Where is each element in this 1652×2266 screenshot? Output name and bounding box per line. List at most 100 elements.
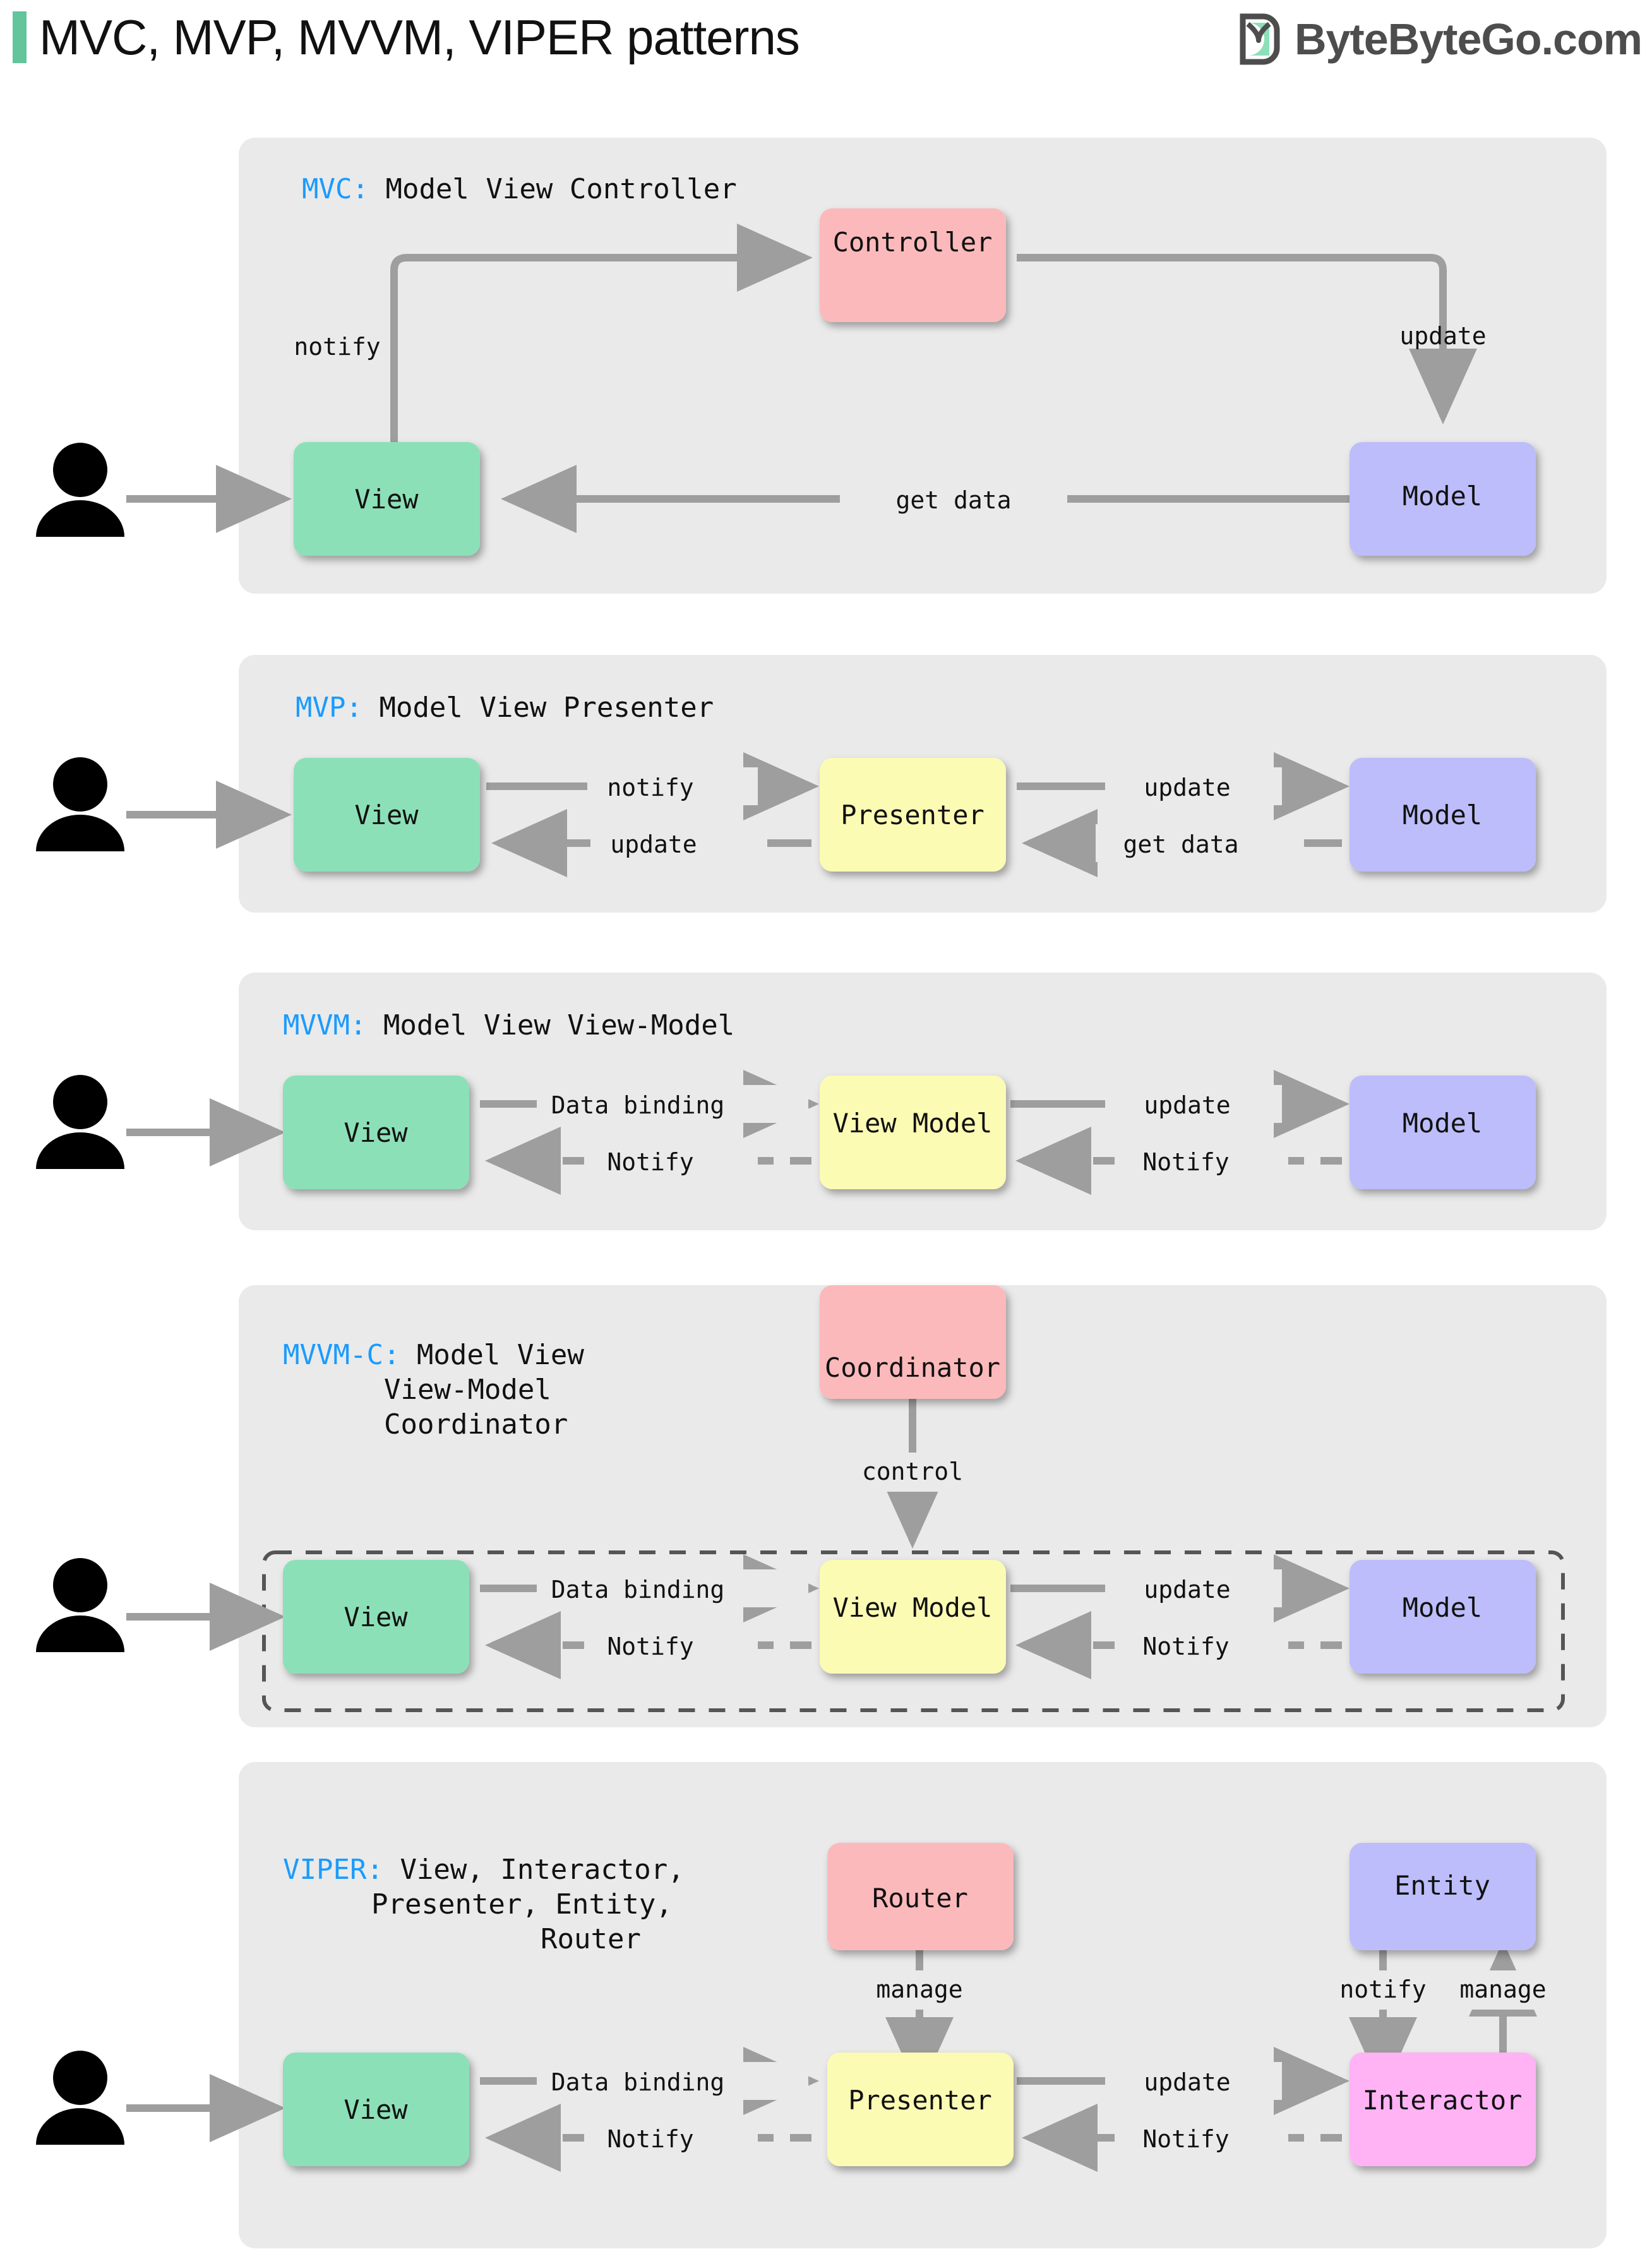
edge-label-data-binding: Data binding bbox=[551, 1576, 725, 1604]
label-backing bbox=[537, 1569, 808, 1607]
node-label-view: View bbox=[354, 484, 419, 515]
edge-label-notify: Notify bbox=[607, 1633, 693, 1660]
label-backing bbox=[587, 767, 758, 805]
node-presenter-viper[interactable] bbox=[827, 2053, 1014, 2166]
section-key: MVP: bbox=[296, 692, 362, 724]
label-backing bbox=[1096, 824, 1304, 862]
user-body-icon bbox=[36, 815, 124, 851]
mvvm-group-outline bbox=[262, 1550, 1565, 1712]
node-interactor-viper[interactable] bbox=[1350, 2053, 1536, 2166]
edge-label-update: update bbox=[1144, 2068, 1230, 2096]
node-view-mvc[interactable] bbox=[294, 442, 480, 556]
edge-label-get-data: get data bbox=[1123, 830, 1238, 858]
label-backing bbox=[537, 1085, 808, 1123]
edge-label-notify: Notify bbox=[1142, 2125, 1229, 2153]
label-backing bbox=[1105, 1569, 1282, 1607]
node-model-mvvmc[interactable] bbox=[1350, 1560, 1536, 1674]
section-title-mvp: MVP: Model View Presenter bbox=[296, 692, 714, 724]
node-label-model: Model bbox=[1403, 1592, 1482, 1623]
node-label-interactor: Interactor bbox=[1363, 2085, 1523, 2116]
label-backing bbox=[1124, 2119, 1288, 2157]
edge-label-notify: Notify bbox=[1142, 1148, 1229, 1176]
node-controller-mvc[interactable] bbox=[820, 208, 1006, 322]
node-label-view: View bbox=[344, 2094, 408, 2125]
node-model-mvvm[interactable] bbox=[1350, 1076, 1536, 1189]
node-router-viper[interactable] bbox=[827, 1843, 1014, 1950]
edge-label-update: update bbox=[610, 830, 697, 858]
label-backing bbox=[587, 2119, 758, 2157]
edge-label-notify: notify bbox=[607, 774, 693, 801]
edge-label-manage: manage bbox=[1459, 1975, 1546, 2003]
section-key: VIPER: bbox=[283, 1854, 383, 1886]
node-label-controller: Controller bbox=[833, 227, 993, 258]
node-view-mvvmc[interactable] bbox=[283, 1560, 469, 1674]
edge-label-update: update bbox=[1399, 322, 1486, 350]
user-head-icon bbox=[53, 1558, 107, 1612]
node-view-viper[interactable] bbox=[283, 2053, 469, 2166]
edge-label-notify: Notify bbox=[607, 1148, 693, 1176]
node-viewmodel-mvvmc[interactable] bbox=[820, 1560, 1006, 1674]
section-viper: VIPER: View, Interactor, Presenter, Enti… bbox=[36, 1762, 1607, 2248]
edge-controller-model bbox=[1017, 254, 1477, 424]
edge-label-update: update bbox=[1144, 774, 1230, 801]
node-label-model: Model bbox=[1403, 800, 1482, 830]
edge-label-data-binding: Data binding bbox=[551, 2068, 725, 2096]
edge-label-notify: Notify bbox=[1142, 1633, 1229, 1660]
node-view-mvp[interactable] bbox=[294, 758, 480, 872]
user-body-icon bbox=[36, 1132, 124, 1169]
node-model-mvp[interactable] bbox=[1350, 758, 1536, 872]
label-backing bbox=[587, 1626, 758, 1664]
label-backing bbox=[587, 1142, 758, 1180]
section-title-mvvmc-line2: View-Model bbox=[384, 1374, 551, 1406]
section-title-mvvmc-line3: Coordinator bbox=[384, 1408, 568, 1441]
edge-label-data-binding: Data binding bbox=[551, 1091, 725, 1119]
node-coordinator-mvvmc[interactable] bbox=[820, 1285, 1006, 1399]
actor-user-mvvm bbox=[36, 1075, 124, 1169]
node-label-presenter: Presenter bbox=[841, 800, 985, 830]
edge-view-controller bbox=[390, 224, 813, 442]
section-mvvmc: MVVM-C: Model View View-Model Coordinato… bbox=[36, 1285, 1607, 1727]
node-view-mvvm[interactable] bbox=[283, 1076, 469, 1189]
label-backing bbox=[1124, 1626, 1288, 1664]
section-key: MVVM: bbox=[283, 1009, 366, 1041]
edge-label-manage: manage bbox=[876, 1975, 962, 2003]
actor-user-mvp bbox=[36, 757, 124, 851]
node-label-model: Model bbox=[1403, 1108, 1482, 1139]
node-label-model: Model bbox=[1403, 481, 1482, 512]
section-key: MVVM-C: bbox=[283, 1339, 400, 1371]
node-label-presenter: Presenter bbox=[848, 2085, 992, 2116]
edge-label-notify: Notify bbox=[607, 2125, 693, 2153]
section-title-viper: VIPER: View, Interactor, bbox=[283, 1854, 685, 1886]
node-presenter-mvp[interactable] bbox=[820, 758, 1006, 872]
node-label-view-model: View Model bbox=[833, 1592, 993, 1623]
brand-text: ByteByteGo.com bbox=[1294, 15, 1643, 64]
section-mvc: MVC: Model View Controller notify update… bbox=[36, 138, 1607, 594]
user-body-icon bbox=[36, 1616, 124, 1652]
actor-user-mvvmc bbox=[36, 1558, 124, 1652]
node-viewmodel-mvvm[interactable] bbox=[820, 1076, 1006, 1189]
user-head-icon bbox=[53, 757, 107, 812]
label-backing bbox=[1105, 767, 1282, 805]
section-title-mvc: MVC: Model View Controller bbox=[302, 173, 737, 205]
label-backing bbox=[840, 480, 1067, 519]
section-key: MVC: bbox=[302, 173, 369, 205]
actor-user-viper bbox=[36, 2051, 124, 2145]
edge-label-notify: notify bbox=[294, 333, 380, 361]
node-model-mvc[interactable] bbox=[1350, 442, 1536, 556]
page-header: MVC, MVP, MVVM, VIPER patterns ByteByteG… bbox=[0, 0, 1652, 88]
user-body-icon bbox=[36, 2108, 124, 2145]
user-head-icon bbox=[53, 1075, 107, 1129]
user-head-icon bbox=[53, 2051, 107, 2105]
node-label-entity: Entity bbox=[1394, 1870, 1490, 1901]
label-backing bbox=[844, 1970, 1002, 2010]
section-title-viper-line3: Router bbox=[541, 1923, 641, 1955]
section-title-mvvmc: MVVM-C: Model View bbox=[283, 1339, 584, 1371]
label-backing bbox=[1105, 1085, 1282, 1123]
node-entity-viper[interactable] bbox=[1350, 1843, 1536, 1950]
label-backing bbox=[1105, 2062, 1282, 2100]
edge-label-control: control bbox=[862, 1458, 963, 1485]
label-backing bbox=[837, 1453, 988, 1492]
bytebytego-mark-icon bbox=[1240, 13, 1280, 65]
user-body-icon bbox=[36, 500, 124, 537]
